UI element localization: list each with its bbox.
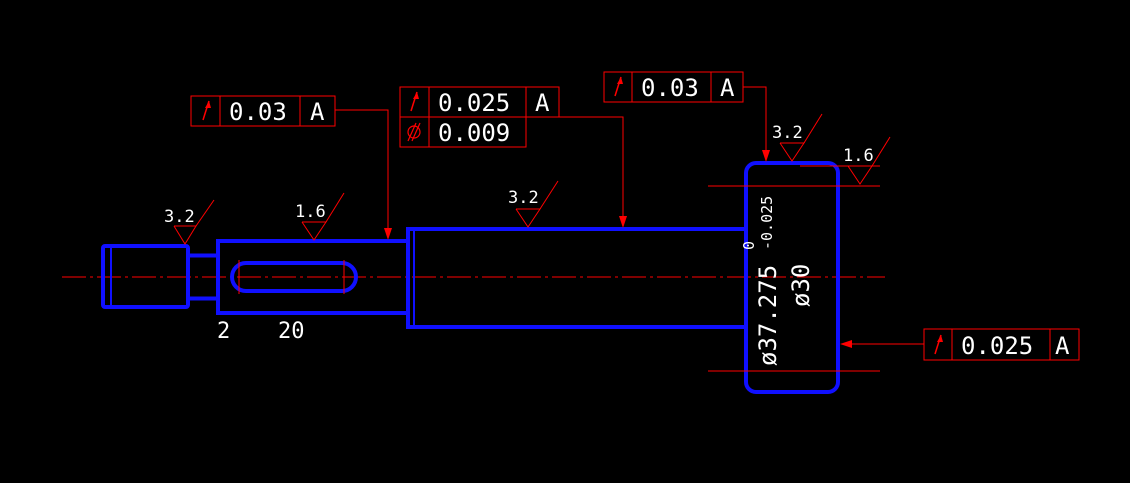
roughness-symbol-1: 3.2: [164, 199, 215, 245]
flange-section: [744, 161, 840, 394]
flange-diameter-dimension: ø30: [787, 264, 815, 307]
fcf-1-leader: [335, 109, 389, 236]
fcf-2-tolerance: 0.025: [438, 89, 510, 117]
fcf-3-leader: [743, 86, 767, 156]
fcf-4: 0.025 A: [840, 328, 1080, 361]
roughness-1-value: 3.2: [164, 207, 195, 227]
flange-extension-lines: [708, 165, 880, 372]
shaft-diameter-dimension: ø37.275 0 -0.025: [740, 196, 782, 366]
fcf-2-leader: [526, 116, 624, 224]
runout-icon: [614, 76, 623, 97]
roughness-2-value: 1.6: [295, 202, 326, 222]
fcf-1-datum: A: [310, 98, 325, 126]
cylindricity-icon: [407, 122, 421, 142]
keyway-extension-lines: [238, 260, 345, 294]
shaft-upper-deviation: 0: [740, 241, 758, 250]
fcf-3-arrow: [762, 150, 770, 162]
shaft-diameter-value: ø37.275: [754, 265, 782, 366]
fcf-4-arrow: [840, 340, 852, 348]
fcf-4-datum: A: [1055, 332, 1070, 360]
shaft-outline: [101, 161, 840, 394]
thread-end: [101, 244, 190, 309]
groove-width-dimension: 2: [217, 319, 230, 344]
fcf-2-arrow: [619, 216, 627, 228]
roughness-5-value: 1.6: [843, 146, 874, 166]
fcf-1: 0.03 A: [190, 95, 392, 240]
fcf-4-tolerance: 0.025: [961, 332, 1033, 360]
roughness-symbol-3: 3.2: [508, 180, 559, 228]
runout-icon: [202, 100, 211, 121]
runout-icon: [410, 91, 419, 112]
fcf-1-arrow: [384, 228, 392, 240]
keyway-slot: [230, 261, 358, 293]
fcf-2-datum: A: [535, 89, 550, 117]
fcf-3-datum: A: [720, 74, 735, 102]
roughness-4-value: 3.2: [772, 123, 803, 143]
flange-diameter-value: ø30: [787, 264, 815, 307]
fcf-2: 0.025 A 0.009: [399, 86, 627, 228]
runout-icon: [934, 334, 943, 355]
fcf-3: 0.03 A: [603, 71, 770, 162]
roughness-symbol-4: 3.2: [772, 113, 823, 162]
fcf-2-second-tolerance: 0.009: [438, 119, 510, 147]
roughness-symbol-2: 1.6: [295, 192, 345, 241]
thread-marks: [355, 228, 746, 328]
fcf-3-tolerance: 0.03: [641, 74, 699, 102]
keyway-length-dimension: 20: [278, 319, 305, 344]
fcf-1-tolerance: 0.03: [229, 98, 287, 126]
roughness-symbol-5: 1.6: [843, 136, 891, 185]
roughness-3-value: 3.2: [508, 188, 539, 208]
shaft-lower-deviation: -0.025: [758, 196, 776, 250]
